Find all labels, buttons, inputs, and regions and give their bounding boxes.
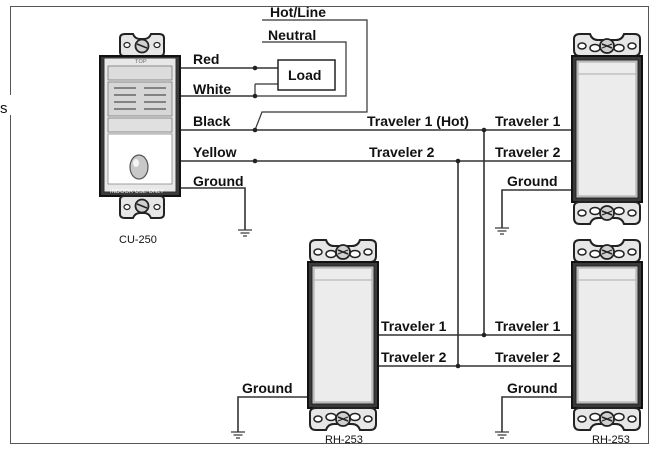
- ground-label-bottom-middle: Ground: [242, 380, 293, 396]
- rh-253-switch-bottom-middle: [307, 239, 379, 431]
- traveler1-label-lower-right: Traveler 1: [495, 318, 561, 334]
- load-box: [277, 59, 336, 91]
- traveler2-label-lower-right: Traveler 2: [495, 349, 561, 365]
- diagram-frame: [10, 6, 649, 444]
- traveler1-hot-label: Traveler 1 (Hot): [367, 113, 469, 129]
- traveler2-label-lower-left: Traveler 2: [381, 349, 447, 365]
- red-wire-label: Red: [193, 51, 219, 67]
- ground-label-bottom-right: Ground: [507, 380, 558, 396]
- sensor-top-text: TOP: [135, 59, 147, 65]
- sensor-bottom-text: INDOOR USE ONLY: [110, 189, 164, 195]
- ground-label-top-right: Ground: [507, 173, 558, 189]
- traveler1-label-lower-left: Traveler 1: [381, 318, 447, 334]
- ground-symbol-icon: [494, 227, 510, 235]
- traveler2-label-upper-right: Traveler 2: [495, 144, 561, 160]
- load-label: Load: [288, 67, 321, 83]
- rh-253-caption-right: RH-253: [592, 434, 630, 446]
- traveler2-label-upper-left: Traveler 2: [369, 144, 435, 160]
- traveler1-label-upper-right: Traveler 1: [495, 113, 561, 129]
- cu-250-caption: CU-250: [119, 234, 157, 246]
- wires: [180, 19, 576, 432]
- edge-fragment-text: s: [0, 100, 8, 117]
- cu-250-sensor: TOP INDOOR USE ONLY: [99, 33, 181, 219]
- neutral-label: Neutral: [268, 27, 316, 43]
- ground-symbol-icon: [237, 229, 253, 237]
- rh-253-switch-bottom-right: [571, 239, 643, 431]
- hot-line-label: Hot/Line: [270, 4, 326, 20]
- ground-label-sensor: Ground: [193, 173, 244, 189]
- ground-symbol-icon: [230, 431, 246, 439]
- rh-253-caption-middle: RH-253: [325, 434, 363, 446]
- rh-253-switch-top-right: [571, 33, 643, 225]
- black-wire-label: Black: [193, 113, 231, 129]
- ground-symbol-icon: [494, 431, 510, 439]
- yellow-wire-label: Yellow: [193, 144, 237, 160]
- white-wire-label: White: [193, 81, 231, 97]
